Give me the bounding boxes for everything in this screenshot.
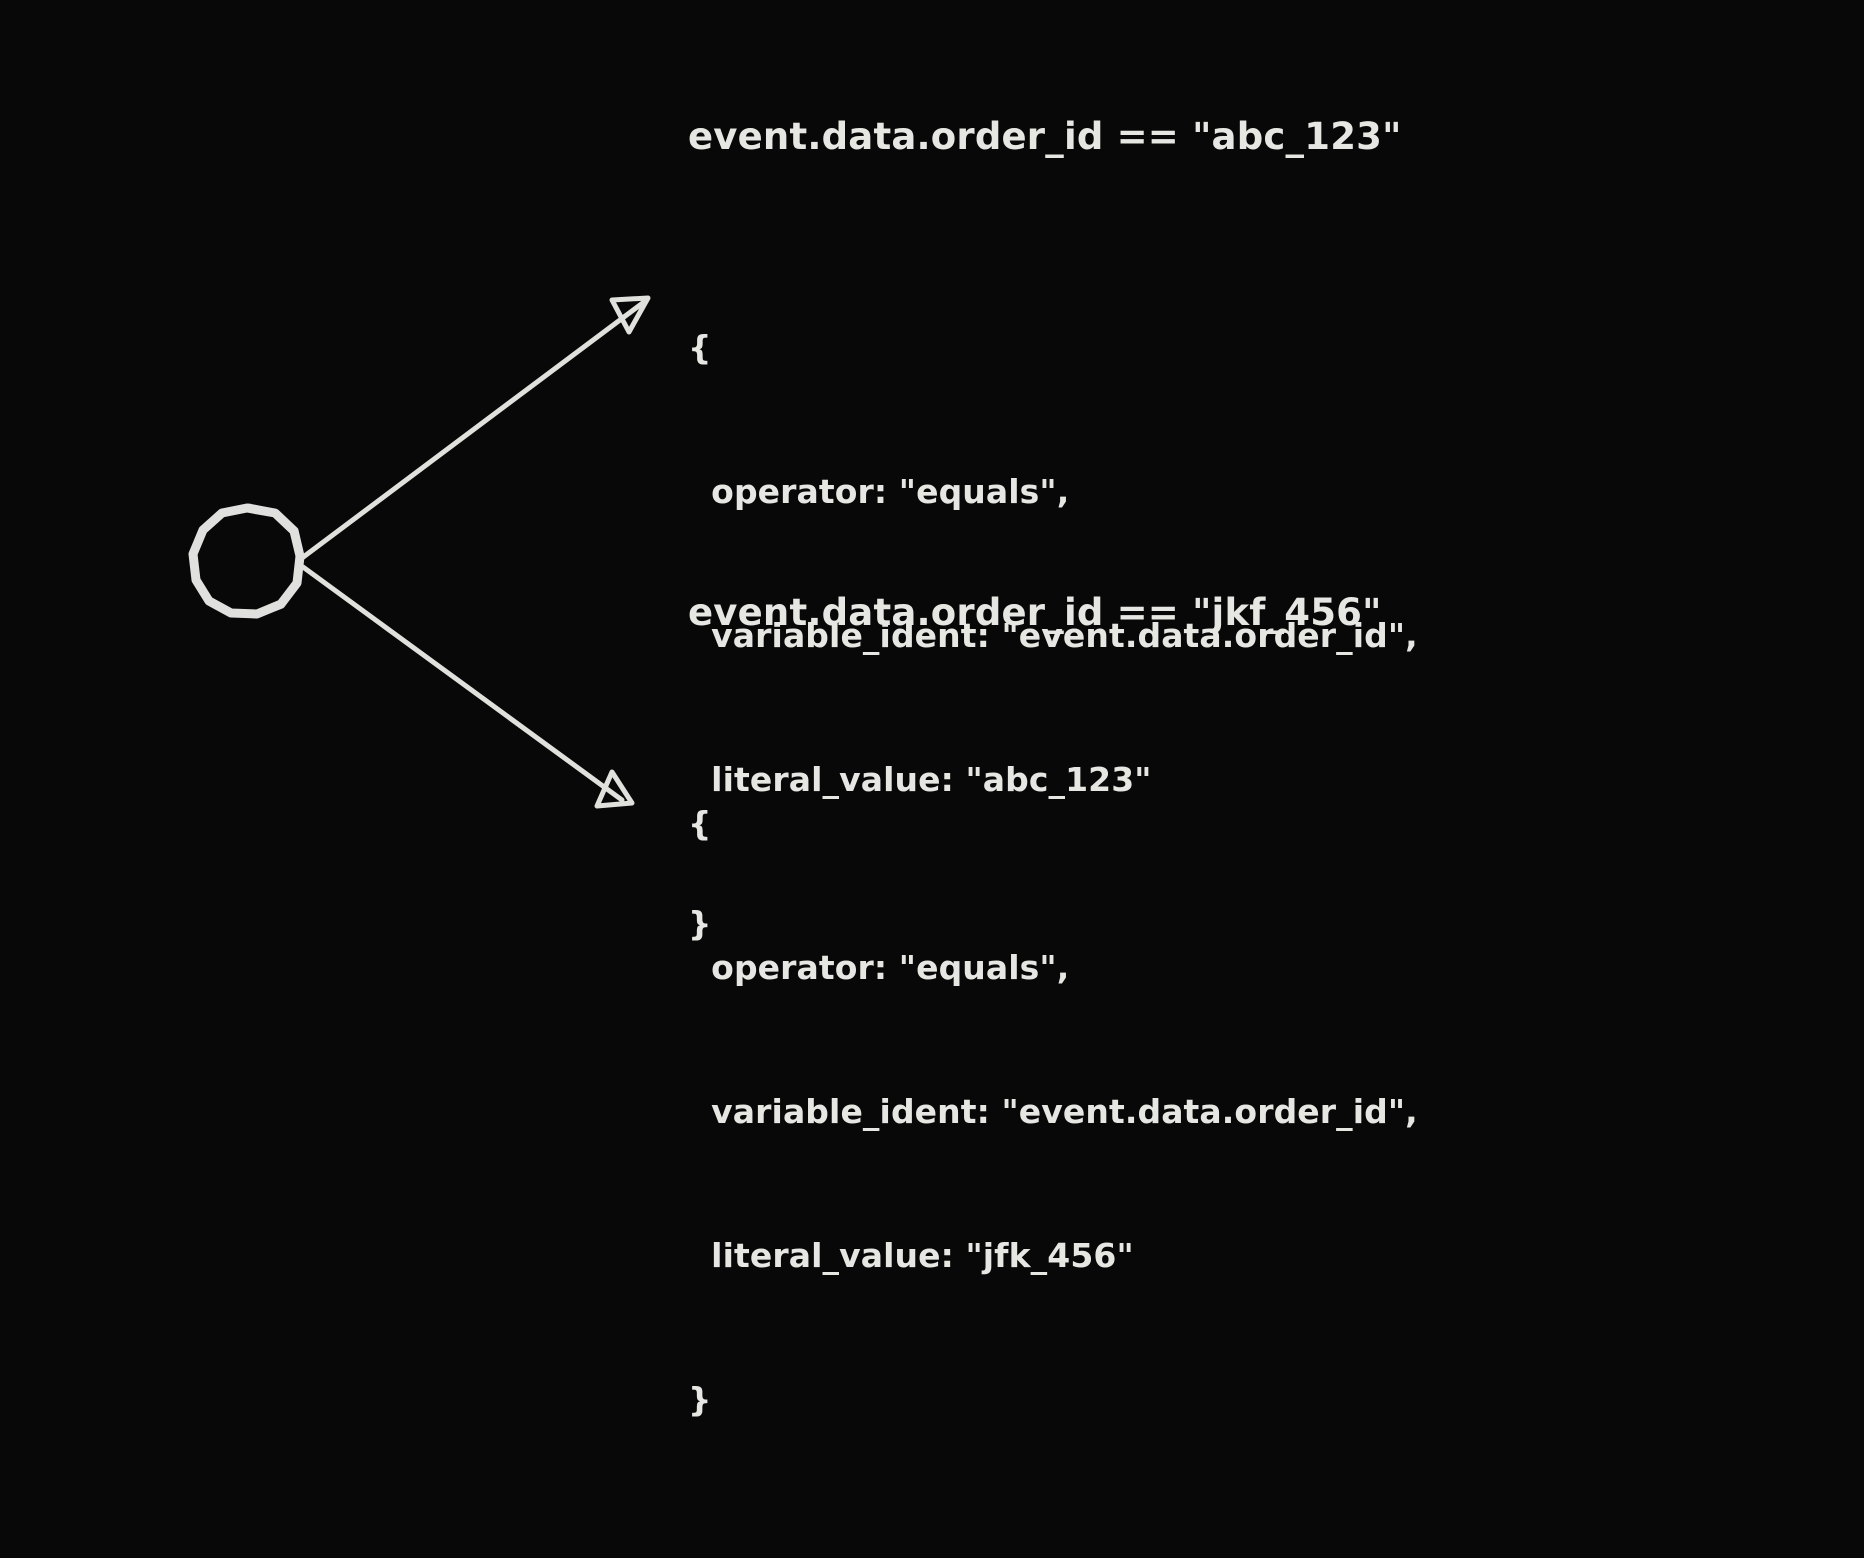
branch-1-json-block: { operator: "equals", variable_ident: "e… — [688, 228, 1418, 1044]
json-line: operator: "equals", — [688, 948, 1070, 987]
json-line: { — [688, 804, 712, 843]
json-line: } — [688, 1380, 712, 1419]
json-line: literal_value: "jfk_456" — [688, 1236, 1134, 1275]
json-line: { — [688, 328, 712, 367]
json-line: } — [688, 904, 712, 943]
branch-2-json-block: { operator: "equals", variable_ident: "e… — [688, 704, 1418, 1520]
branch-1-expression: event.data.order_id == "abc_123" — [688, 115, 1402, 158]
edge-to-branch-2[interactable] — [300, 564, 635, 809]
branch-1-text-group: event.data.order_id == "abc_123" { opera… — [688, 76, 1418, 1082]
json-line: variable_ident: "event.data.order_id", — [688, 1092, 1418, 1131]
json-line: literal_value: "abc_123" — [688, 760, 1152, 799]
json-line: operator: "equals", — [688, 472, 1070, 511]
edge-to-branch-1[interactable] — [299, 295, 651, 561]
diagram-canvas: event.data.order_id == "abc_123" { opera… — [188, 76, 1418, 1419]
branch-2-expression: event.data.order_id == "jkf_456" — [688, 591, 1382, 634]
json-line: variable_ident: "event.data.order_id", — [688, 616, 1418, 655]
branch-2-text-group: event.data.order_id == "jkf_456" { opera… — [688, 552, 1418, 1558]
root-node[interactable] — [188, 503, 305, 619]
